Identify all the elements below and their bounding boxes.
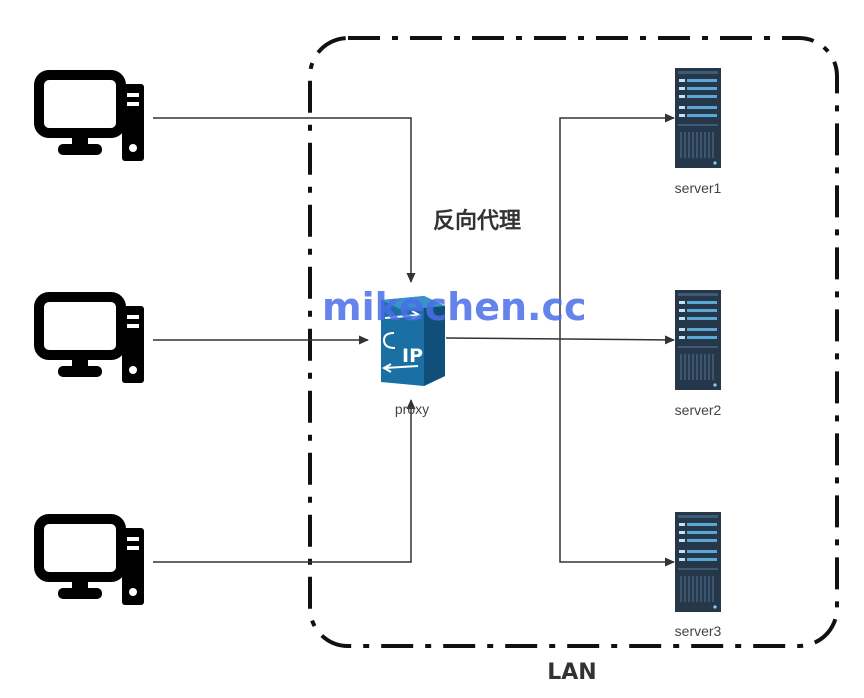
lan-label: LAN — [547, 660, 596, 685]
client3-to-proxy-connector — [153, 399, 416, 563]
server-rack-icon — [675, 68, 721, 168]
proxy-to-server1-connector — [559, 113, 675, 339]
desktop-computer-icon — [39, 75, 144, 161]
proxy-label: proxy — [395, 401, 429, 417]
server-rack-icon — [675, 512, 721, 612]
client1-to-proxy-connector — [153, 117, 416, 283]
server3-label: server3 — [675, 623, 722, 639]
watermark-text: mikechen.cc — [322, 285, 587, 329]
desktop-computer-icon — [39, 297, 144, 383]
server-rack-icon — [675, 290, 721, 390]
proxy-badge-text: IP — [402, 345, 423, 367]
desktop-computer-icon — [39, 519, 144, 605]
proxy-ip-icon: IP — [381, 296, 445, 386]
proxy-to-server3-connector — [559, 339, 675, 567]
server1-label: server1 — [675, 180, 722, 196]
diagram-title: 反向代理 — [433, 208, 521, 234]
lan-boundary — [308, 36, 839, 648]
server2-label: server2 — [675, 402, 722, 418]
